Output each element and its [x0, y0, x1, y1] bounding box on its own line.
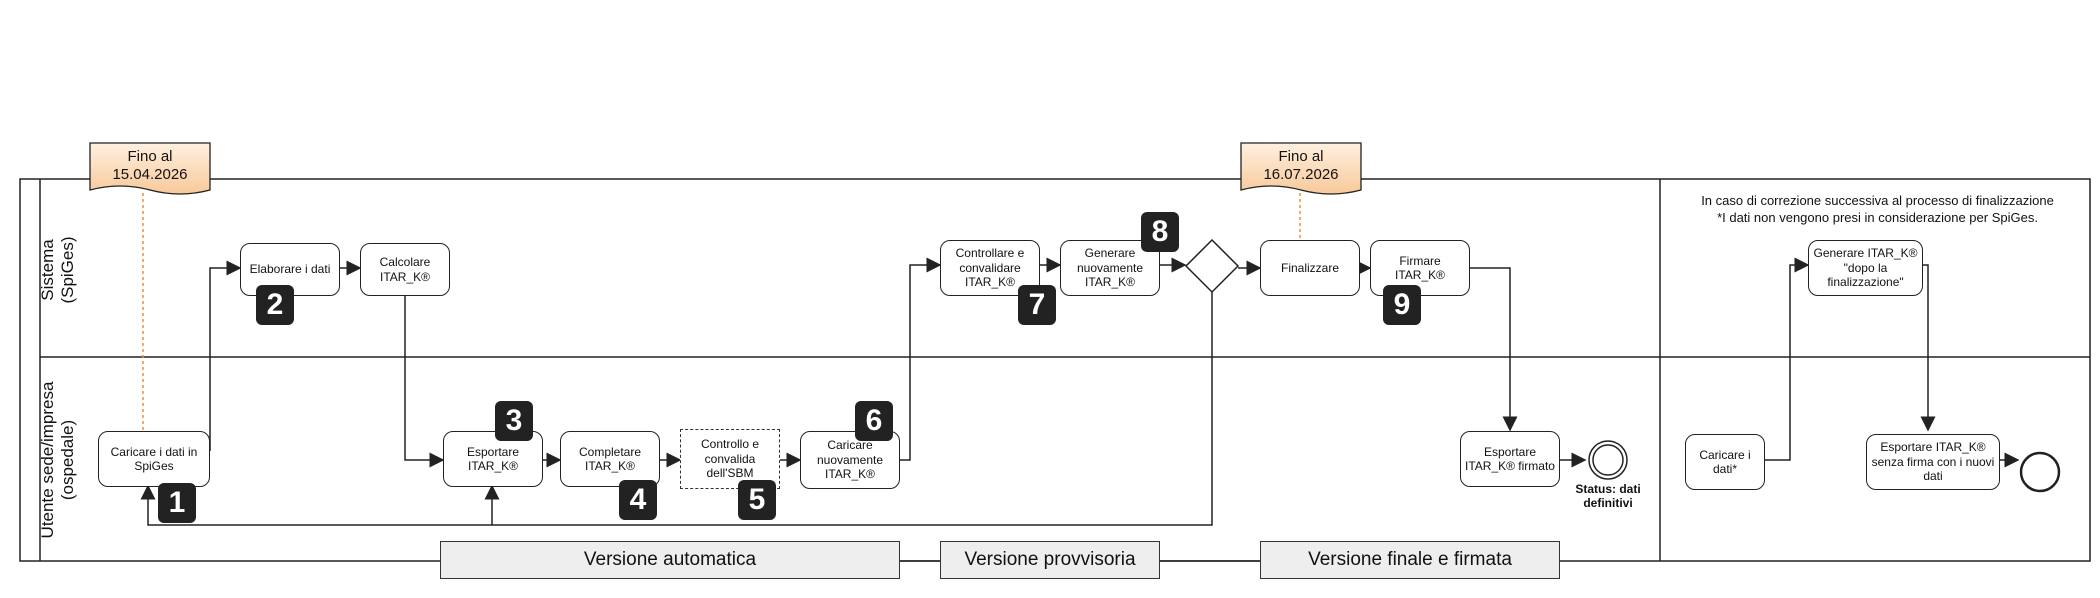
correction-note: In caso di correzione successiva al proc… [1701, 193, 2054, 225]
task-finalize[interactable]: Finalizzare [1260, 240, 1360, 296]
phase-provisional: Versione provvisoria [940, 541, 1160, 579]
step-badge-6: 6 [855, 401, 893, 441]
status-label: Status: dati definitivi [1575, 482, 1641, 511]
task-calculate[interactable]: Calcolare ITAR_K® [360, 243, 450, 296]
task-export-signed[interactable]: Esportare ITAR_K® firmato [1460, 431, 1560, 487]
task-complete[interactable]: Completare ITAR_K® [560, 431, 660, 487]
step-badge-5: 5 [738, 480, 776, 520]
task-generate-after[interactable]: Generare ITAR_K® "dopo la finalizzazione… [1808, 240, 1923, 296]
step-badge-7: 7 [1018, 285, 1056, 325]
phase-automatic: Versione automatica [440, 541, 900, 579]
deadline-flag-2 [1240, 142, 1362, 195]
step-badge-4: 4 [619, 480, 657, 520]
lane-label-user: Utente sede/impresa (ospedale) [38, 381, 77, 539]
pool-frame [19, 178, 2091, 562]
step-badge-3: 3 [495, 401, 533, 441]
step-badge-1: 1 [158, 483, 196, 523]
step-badge-8: 8 [1141, 212, 1179, 252]
deadline-flag-1 [89, 142, 211, 195]
task-export-unsigned[interactable]: Esportare ITAR_K® senza firma con i nuov… [1866, 434, 2000, 490]
decision-gateway [1184, 238, 1240, 294]
end-event-final [2019, 451, 2061, 493]
step-badge-9: 9 [1383, 285, 1421, 325]
lane-label-system: Sistema (SpiGes) [38, 236, 77, 304]
task-sbm-check[interactable]: Controllo e convalida dell'SBM [680, 429, 780, 489]
step-badge-2: 2 [256, 285, 294, 325]
end-event-intermediate [1588, 440, 1628, 480]
task-upload-data[interactable]: Caricare i dati* [1685, 434, 1765, 490]
task-upload[interactable]: Caricare i dati in SpiGes [98, 431, 210, 487]
phase-final: Versione finale e firmata [1260, 541, 1560, 579]
